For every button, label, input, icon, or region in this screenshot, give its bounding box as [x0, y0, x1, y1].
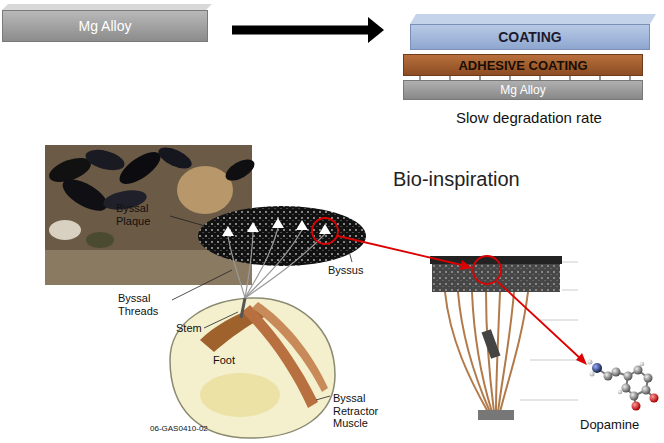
alloy-slab: ADHESIVE COATING [403, 54, 643, 76]
layer-label: ADHESIVE COATING [458, 58, 587, 73]
alloy-slab: Mg Alloy [403, 80, 643, 100]
thread-structure [430, 256, 578, 420]
part-label: Byssal Retractor Muscle [333, 392, 405, 430]
part-label: Byssal Threads [118, 292, 172, 317]
coating-stack: Slow degradation rate COATING ADHESIVE COA… [398, 18, 660, 130]
part-label: Dopamine [580, 418, 639, 433]
dopamine-molecule [588, 360, 659, 411]
part-label: Byssus [328, 264, 363, 277]
mussel-anatomy [170, 298, 335, 438]
process-arrow [232, 17, 384, 43]
layer-label: Mg Alloy [79, 18, 132, 34]
part-label: Foot [213, 354, 235, 367]
result-caption: Slow degradation rate [456, 109, 602, 126]
part-label: Byssal Plaque [116, 202, 168, 227]
byssal-plaque [170, 206, 366, 400]
zoom-arrow [338, 236, 587, 365]
part-label: Stem [176, 322, 202, 335]
alloy-slab: Mg Alloy [2, 10, 208, 42]
alloy-slab: COATING [410, 24, 650, 50]
layer-label: COATING [498, 29, 562, 45]
section-heading: Bio-inspiration [393, 168, 520, 191]
part-label: 06-GAS0410-02 [150, 424, 208, 433]
layer-label: Mg Alloy [500, 83, 545, 97]
slab-top [410, 14, 656, 24]
